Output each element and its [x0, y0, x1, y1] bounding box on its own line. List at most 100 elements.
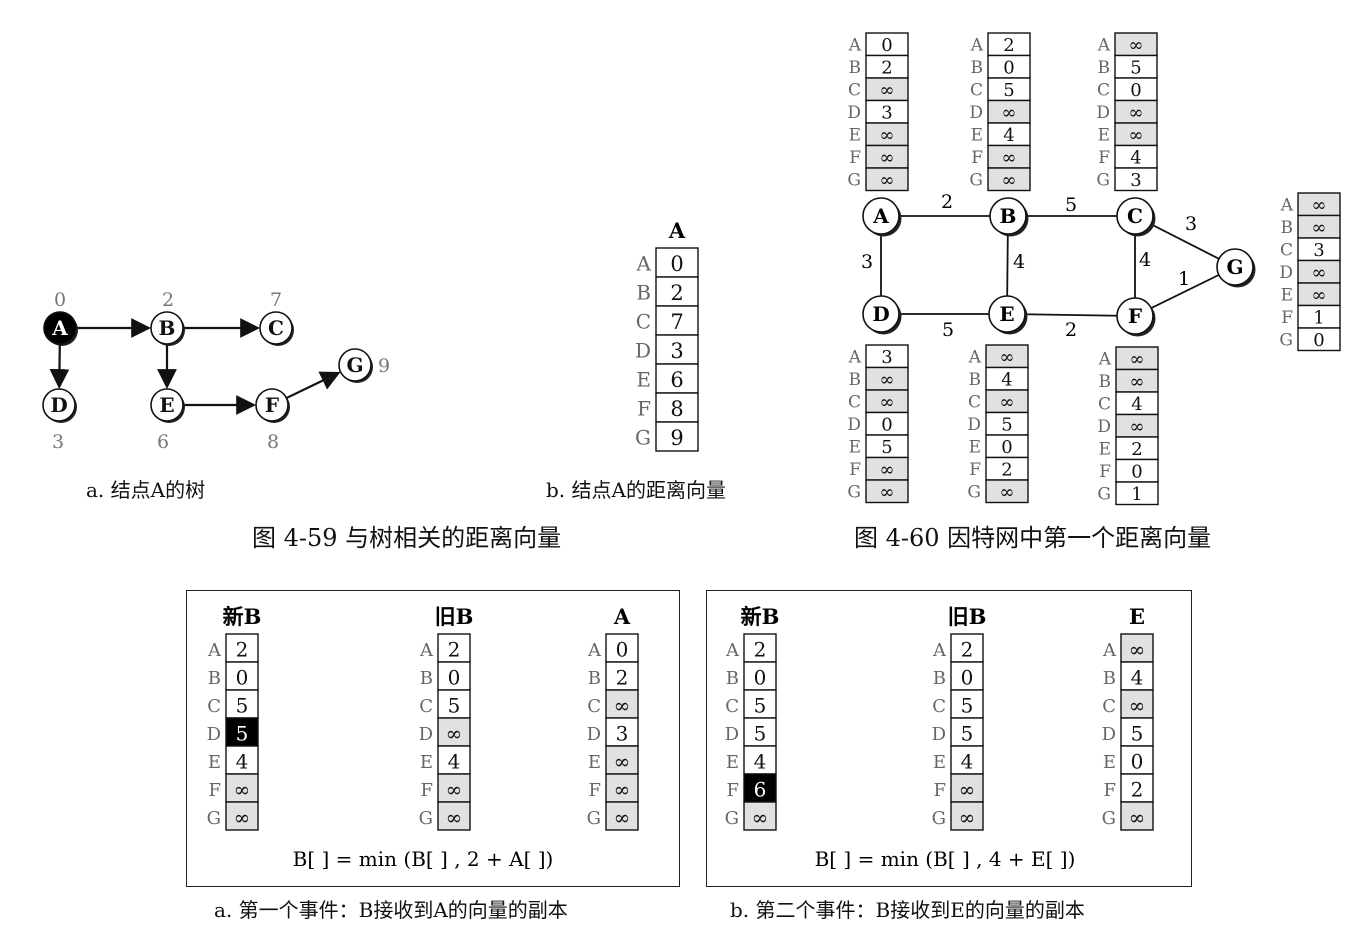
row-label: D [847, 103, 861, 123]
vector-cell [605, 689, 639, 719]
tree-node-label: F [265, 393, 279, 417]
vector-cell [743, 717, 777, 747]
event-b-caption: b. 第二个事件：B接收到E的向量的副本 [730, 898, 1085, 922]
vector-cell [1120, 633, 1154, 663]
vector-cell [655, 247, 699, 278]
vector-cell-value: 2 [1003, 35, 1014, 56]
row-label: G [635, 426, 651, 450]
vector-cell-value: 7 [670, 310, 683, 334]
net-node-D [862, 295, 900, 333]
vector-cell-value: 0 [448, 665, 461, 689]
vector-cell [437, 633, 471, 663]
vector-cell-value: ∞ [1129, 805, 1146, 829]
vector-cell [225, 745, 259, 775]
vector-cell-value: 4 [961, 749, 974, 773]
vector-cell [1120, 745, 1154, 775]
row-label: F [1099, 462, 1111, 482]
vector-cell [950, 717, 984, 747]
vector-cell-value: ∞ [1312, 195, 1327, 216]
vector-cell [655, 363, 699, 394]
vector-cell-value: ∞ [1130, 349, 1145, 370]
vector-cell-value: ∞ [614, 693, 631, 717]
row-label: E [971, 126, 983, 146]
vector-cell [605, 801, 639, 831]
event-formula: B[ ] = min (B[ ] , 2 + A[ ]) [293, 847, 554, 871]
vector-cell-value: ∞ [880, 460, 895, 481]
edge-cost: 4 [1013, 251, 1025, 273]
row-label: E [636, 368, 651, 392]
vector-cell [605, 661, 639, 691]
vector-cell [1120, 801, 1154, 831]
tree-node-label: G [346, 353, 363, 377]
vector-cell [225, 773, 259, 803]
net-node-C [1116, 197, 1154, 235]
row-label: E [849, 126, 861, 146]
row-label: B [933, 668, 946, 689]
row-label: B [1281, 218, 1294, 238]
row-label: F [1098, 148, 1110, 168]
vector-cell-value: 4 [1001, 370, 1012, 391]
row-label: B [1103, 668, 1116, 689]
vector-cell [865, 479, 909, 504]
net-node-label: F [1128, 304, 1142, 328]
edge-cost: 4 [1139, 249, 1151, 271]
row-label: G [207, 808, 221, 829]
row-label: A [419, 640, 434, 661]
fig59-caption: 图 4-59 与树相关的距离向量 [252, 524, 562, 552]
vector-cell-value: 2 [448, 637, 461, 661]
vector-cell-value: 5 [754, 721, 767, 745]
row-label: D [932, 724, 946, 745]
row-label: D [847, 415, 861, 435]
row-label: F [209, 780, 222, 801]
vector-cell-value: 4 [1130, 148, 1141, 169]
row-label: G [1279, 331, 1293, 351]
tree-node-A [43, 311, 77, 345]
row-label: A [1097, 36, 1111, 56]
net-edge-E-F [1006, 313, 1136, 317]
vector-cell [743, 773, 777, 803]
tree-node-D [42, 388, 76, 422]
row-label: D [1097, 417, 1111, 437]
vector-cell-value: 4 [1131, 394, 1142, 415]
row-label: C [1280, 241, 1293, 261]
vector-cell [950, 773, 984, 803]
row-label: C [725, 696, 739, 717]
row-label: E [849, 438, 861, 458]
vector-cell-value: 4 [754, 749, 767, 773]
row-label: D [587, 724, 601, 745]
tree-node-distance: 0 [54, 289, 66, 311]
vector-cell [950, 801, 984, 831]
vector-cell [225, 633, 259, 663]
vector-cell-value: ∞ [1002, 103, 1017, 124]
vector-cell-value: ∞ [1000, 347, 1015, 368]
vector-cell-value: 2 [881, 58, 892, 79]
row-label: C [970, 81, 983, 101]
row-label: E [933, 752, 946, 773]
row-label: D [1102, 724, 1116, 745]
vector-cell-value: ∞ [880, 125, 895, 146]
row-label: A [1098, 350, 1112, 370]
vector-cell-value: 0 [1313, 330, 1324, 351]
tree-node-label: A [51, 316, 68, 340]
edge-cost: 2 [941, 191, 953, 213]
vector-header: 新B [741, 604, 780, 629]
row-label: G [1102, 808, 1116, 829]
vector-cell [743, 745, 777, 775]
net-node-A [862, 197, 900, 235]
edge-cost: 5 [942, 319, 954, 341]
row-label: E [588, 752, 601, 773]
row-label: A [1280, 196, 1294, 216]
vector-cell-value: 2 [1131, 439, 1142, 460]
vector-cell [865, 167, 909, 192]
vector-cell-value: ∞ [614, 805, 631, 829]
vector-cell-value: ∞ [614, 749, 631, 773]
row-label: C [968, 393, 981, 413]
vector-cell-value: 4 [1003, 125, 1014, 146]
vector-cell-value: 0 [616, 637, 629, 661]
